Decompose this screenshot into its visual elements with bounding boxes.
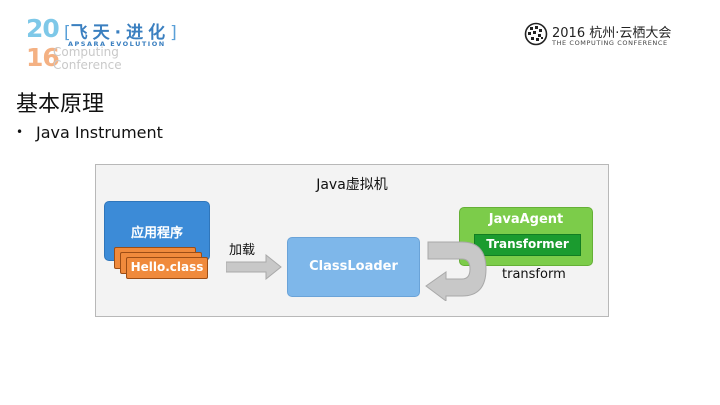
classloader-box: ClassLoader [287,237,420,297]
logo-faded-line2: Conference [53,58,122,72]
javaagent-label: JavaAgent [488,212,564,227]
transform-label: transform [502,267,566,282]
bullet-text: Java Instrument [36,123,163,142]
bullet-dot-icon: • [16,125,24,139]
globe-icon [524,22,548,46]
transform-uturn-arrow-icon [425,241,487,301]
conference-logo-left: 20 16 Computing Conference [飞天·进化] APSAR… [26,16,196,76]
classloader-label: ClassLoader [309,259,398,274]
class-file-label: Hello.class [130,260,204,274]
transformer-label: Transformer [486,237,569,251]
conference-logo-right: 2016 杭州·云栖大会 THE COMPUTING CONFERENCE [524,22,694,52]
conference-title-cn: 2016 杭州·云栖大会 [552,26,672,41]
jvm-label: Java虚拟机 [316,177,388,193]
logo-year-top: 20 [26,14,60,43]
class-file-card-front: Hello.class [126,257,208,279]
logo-year-bottom: 16 [26,43,60,72]
transformer-box: Transformer [474,234,581,256]
logo-title-cn: [飞天·进化] [64,23,177,43]
logo-subtitle-en: APSARA EVOLUTION [68,40,166,48]
conference-subtitle-en: THE COMPUTING CONFERENCE [552,39,668,47]
load-label: 加载 [229,243,256,258]
slide-title: 基本原理 [16,92,105,117]
application-label: 应用程序 [130,226,183,241]
bullet-item: • Java Instrument [16,123,163,142]
logo-faded-line1: Computing [53,45,119,59]
load-arrow-icon [226,254,282,280]
